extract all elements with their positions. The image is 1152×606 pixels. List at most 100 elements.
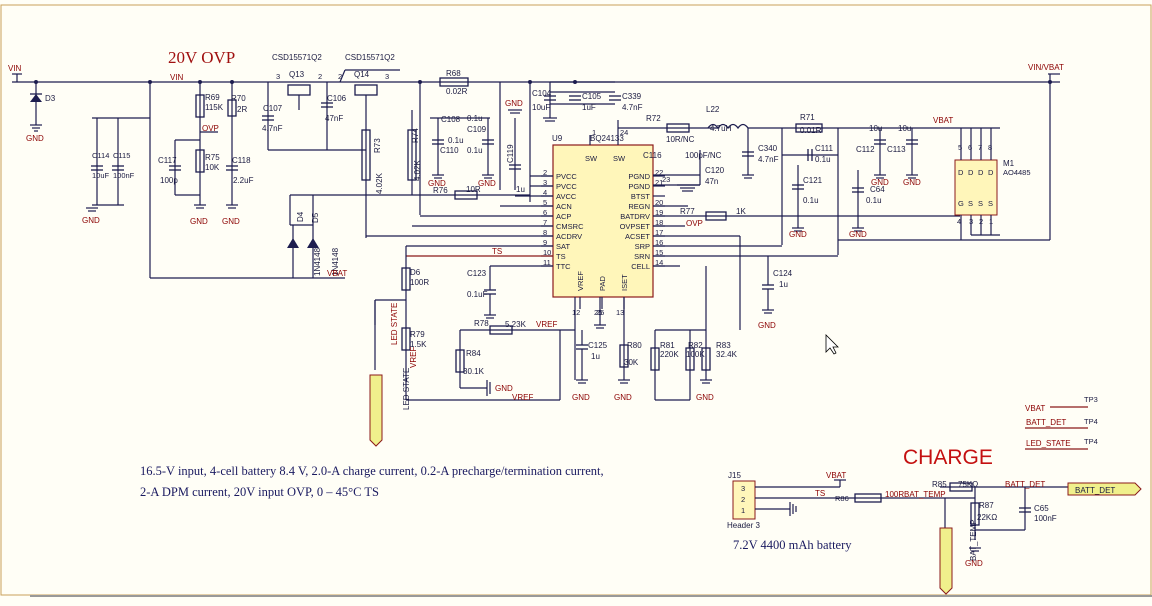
ic-pin-name: SRP <box>635 242 650 251</box>
svg-text:R72: R72 <box>646 114 661 123</box>
ic-pin-number: 24 <box>620 128 628 137</box>
svg-text:TS: TS <box>492 247 502 256</box>
svg-text:C125: C125 <box>588 341 608 350</box>
svg-text:TP4: TP4 <box>1084 437 1098 446</box>
ic-pin-number: 6 <box>543 208 547 217</box>
svg-text:R75: R75 <box>205 153 220 162</box>
svg-text:1: 1 <box>741 506 745 515</box>
ic-left-wires: TS C123 0.1uF <box>366 175 553 319</box>
svg-text:100K: 100K <box>686 350 705 359</box>
svg-text:C108: C108 <box>441 115 461 124</box>
svg-text:C115: C115 <box>113 151 130 160</box>
svg-text:R74: R74 <box>411 128 420 143</box>
svg-text:1uF: 1uF <box>582 103 596 112</box>
svg-text:CSD15571Q2: CSD15571Q2 <box>272 53 322 62</box>
resistors-r74-r76[interactable]: R74 4.02K R76 10R <box>290 110 530 200</box>
input-caps[interactable]: C108 0.1u 0.1u C109 C110 0.1u GND GND C1… <box>428 114 525 194</box>
svg-text:R69: R69 <box>205 93 220 102</box>
ic-pin-name: AVCC <box>556 192 577 201</box>
svg-text:GND: GND <box>572 393 590 402</box>
test-points[interactable]: VBAT TP3 BATT_DET TP4 LED_STATE TP4 <box>1025 395 1098 450</box>
ic-pin-name: TS <box>556 252 566 261</box>
charge-connector[interactable]: J15 3 2 1 Header 3 VBAT TS R86 100R BAT_… <box>727 471 1142 595</box>
ic-pin-name: PVCC <box>556 172 577 181</box>
svg-text:30K: 30K <box>624 358 639 367</box>
ovp-title: 20V OVP <box>168 48 235 67</box>
svg-text:0.1u: 0.1u <box>866 196 882 205</box>
mouse-cursor-icon <box>825 334 839 355</box>
ic-pin-name: PAD <box>598 276 607 291</box>
svg-text:C104: C104 <box>532 89 552 98</box>
svg-text:C124: C124 <box>773 269 793 278</box>
svg-text:R78: R78 <box>474 319 489 328</box>
svg-text:BATT_DET: BATT_DET <box>1026 418 1066 427</box>
svg-text:C114: C114 <box>92 151 109 160</box>
svg-text:2: 2 <box>318 72 322 81</box>
svg-text:L22: L22 <box>706 105 720 114</box>
ic-pin-name: OVPSET <box>620 222 651 231</box>
svg-text:S: S <box>968 199 973 208</box>
svg-text:VREF: VREF <box>409 347 418 368</box>
ic-pin-number: 17 <box>655 228 663 237</box>
svg-text:R86: R86 <box>835 494 849 503</box>
svg-text:220K: 220K <box>660 350 679 359</box>
bottom-network[interactable]: D6 100R R79 1.5K VREF VREF R78 5.23K VRE… <box>374 246 738 402</box>
ic-pin-number: 12 <box>572 308 580 317</box>
ic-pin-name: SW <box>613 154 626 163</box>
port-led-state[interactable]: LED STATE LED STATE <box>369 300 411 447</box>
svg-text:J15: J15 <box>728 471 741 480</box>
description-line2: 2-A DPM current, 20V input OVP, 0 – 45°C… <box>140 485 379 499</box>
svg-text:2: 2 <box>741 495 745 504</box>
gnd-label: GND <box>26 134 44 143</box>
svg-text:22KΩ: 22KΩ <box>977 513 997 522</box>
mosfet-m1[interactable]: M1 AO4485 5 6 7 8 D D D D G S S S 4 3 2 … <box>954 128 1031 240</box>
svg-text:GND: GND <box>696 393 714 402</box>
svg-text:D6: D6 <box>410 268 421 277</box>
svg-text:D: D <box>958 168 964 177</box>
svg-text:GND: GND <box>871 178 889 187</box>
svg-text:4.7nF: 4.7nF <box>758 155 779 164</box>
svg-text:R76: R76 <box>433 186 448 195</box>
svg-text:100p: 100p <box>160 176 178 185</box>
svg-text:0.1u: 0.1u <box>803 196 819 205</box>
svg-text:OVP: OVP <box>686 219 703 228</box>
description-line1: 16.5-V input, 4-cell battery 8.4 V, 2.0-… <box>140 464 604 478</box>
svg-text:0.1u: 0.1u <box>815 155 831 164</box>
svg-text:8: 8 <box>988 143 992 152</box>
svg-text:R85: R85 <box>932 480 947 489</box>
ic-pin-number: 11 <box>543 258 551 267</box>
ovp-mosfets[interactable]: CSD15571Q2 Q13 CSD15571Q2 Q14 3 2 2 3 C1… <box>262 53 400 238</box>
svg-text:0.1u: 0.1u <box>467 146 483 155</box>
svg-text:6: 6 <box>968 143 972 152</box>
ic-pin-number: 3 <box>543 178 547 187</box>
ic-pin-number: 9 <box>543 238 547 247</box>
ic-pin-number: 16 <box>655 238 663 247</box>
svg-text:R71: R71 <box>800 113 815 122</box>
svg-text:GND: GND <box>190 217 208 226</box>
svg-text:LED_STATE: LED_STATE <box>1026 439 1071 448</box>
svg-text:VREF: VREF <box>512 393 533 402</box>
svg-text:10u: 10u <box>898 124 911 133</box>
svg-text:BATT_DET: BATT_DET <box>1075 486 1115 495</box>
svg-text:4: 4 <box>957 217 961 226</box>
output-stage[interactable]: L22 4.7uH R71 0.01R R72 10R/NC C116 100p… <box>589 105 1000 255</box>
svg-text:R73: R73 <box>373 138 382 153</box>
capacitors-c114-c115[interactable]: C114 C115 10uF 100nF GND <box>82 82 151 278</box>
svg-text:4.02K: 4.02K <box>375 172 384 194</box>
diode-d3[interactable]: D3 GND <box>26 82 56 143</box>
svg-text:GND: GND <box>849 230 867 239</box>
svg-text:7: 7 <box>978 143 982 152</box>
input-divider[interactable]: R69 115K OVP R75 10K C117 100p GND R70 2… <box>158 82 254 226</box>
svg-text:GND: GND <box>495 384 513 393</box>
d3-ref: D3 <box>45 94 56 103</box>
svg-text:0.1u: 0.1u <box>448 136 464 145</box>
sense-r68[interactable]: R68 0.02R C104 10uF C105 1uF C339 4.7nF … <box>419 69 643 215</box>
svg-text:LED STATE: LED STATE <box>402 368 411 410</box>
ic-u9[interactable]: U9 BQ24133 <box>552 134 654 298</box>
svg-text:GND: GND <box>789 230 807 239</box>
diodes-d4-d5[interactable]: D4 D5 1N4148 1N4148 VBAT <box>150 195 347 279</box>
svg-text:R70: R70 <box>231 94 246 103</box>
svg-text:23: 23 <box>662 175 670 184</box>
